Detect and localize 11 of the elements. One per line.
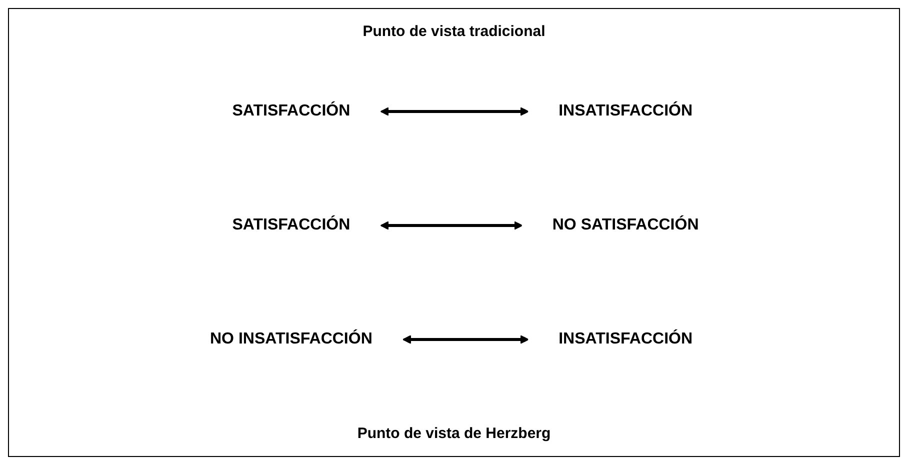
node-text: INSATISFACCIÓN (558, 330, 692, 348)
heading: Punto de vista tradicional (362, 23, 546, 40)
node-text: NO SATISFACCIÓN (552, 216, 698, 234)
node-text: SATISFACCIÓN (232, 216, 350, 234)
heading: Punto de vista de Herzberg (357, 425, 551, 442)
node-text: INSATISFACCIÓN (558, 102, 692, 120)
node-text: SATISFACCIÓN (232, 102, 350, 120)
arrow (402, 335, 529, 344)
node-text: NO INSATISFACCIÓN (210, 330, 372, 348)
arrow (380, 221, 522, 230)
arrow (380, 107, 529, 116)
